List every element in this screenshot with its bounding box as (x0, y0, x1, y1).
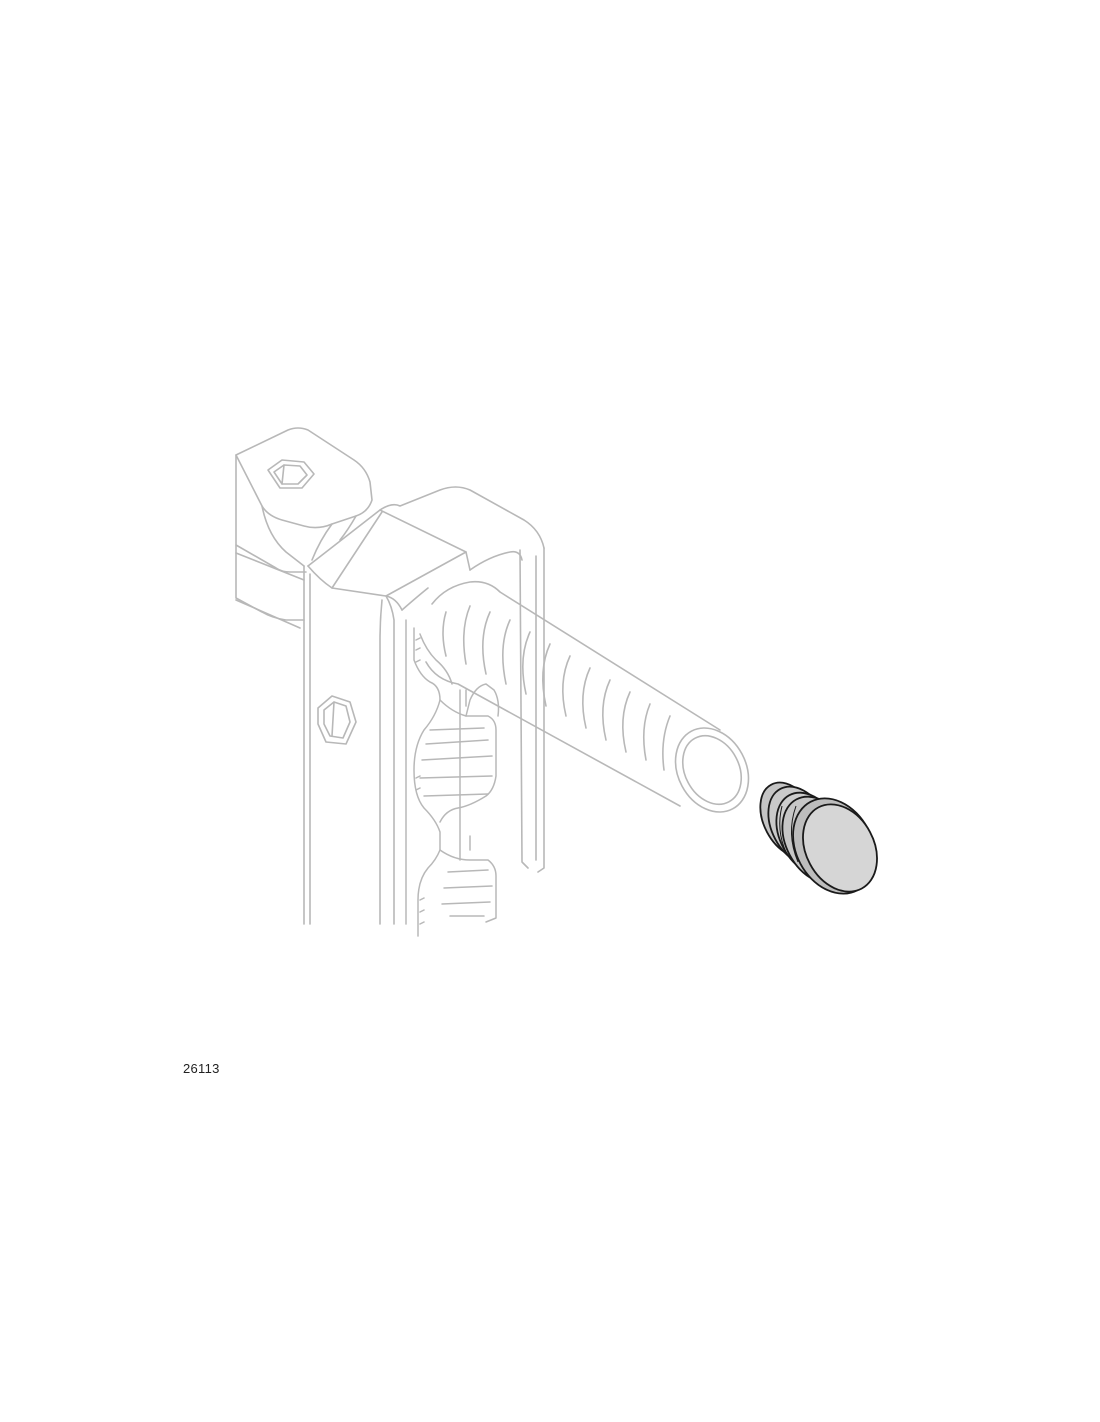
end-cap (759, 781, 878, 895)
figure-number: 26113 (183, 1061, 220, 1076)
rack-frame (303, 486, 545, 925)
tube (425, 580, 750, 813)
extrusion-profile (405, 619, 500, 937)
clamp-block (235, 427, 373, 629)
